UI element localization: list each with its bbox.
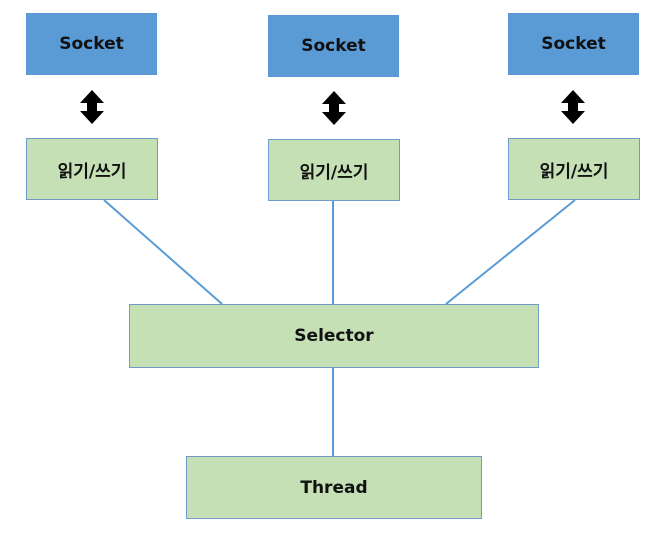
socket-label-3: Socket	[541, 34, 606, 54]
double-arrow-icon-1	[80, 90, 104, 124]
selector-label: Selector	[294, 326, 374, 346]
socket-box-2: Socket	[268, 15, 399, 77]
socket-label-1: Socket	[59, 34, 124, 54]
read-write-box-2: 읽기/쓰기	[268, 139, 400, 201]
read-write-label-1: 읽기/쓰기	[57, 161, 127, 182]
thread-label: Thread	[300, 477, 368, 498]
double-arrow-icon-2	[322, 91, 346, 125]
selector-box: Selector	[129, 304, 539, 368]
read-write-box-3: 읽기/쓰기	[508, 138, 640, 200]
connector-rw3-selector	[445, 199, 576, 305]
socket-box-1: Socket	[26, 13, 157, 75]
read-write-box-1: 읽기/쓰기	[26, 138, 158, 200]
connector-rw1-selector	[103, 199, 223, 305]
double-arrow-icon-3	[561, 90, 585, 124]
socket-box-3: Socket	[508, 13, 639, 75]
read-write-label-3: 읽기/쓰기	[539, 161, 609, 182]
thread-box: Thread	[186, 456, 482, 519]
read-write-label-2: 읽기/쓰기	[299, 162, 369, 183]
socket-label-2: Socket	[301, 36, 366, 56]
